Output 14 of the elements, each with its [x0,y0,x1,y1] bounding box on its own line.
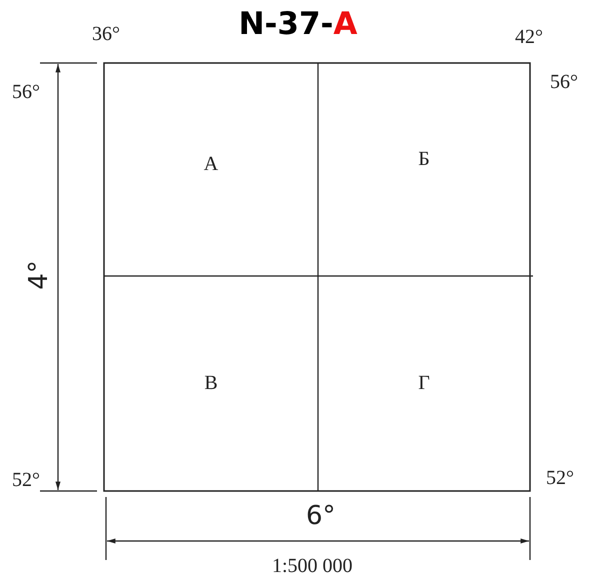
quadrant-letter: Г [418,372,430,395]
dimension-label: 6° [306,503,336,529]
quadrant-letter: Б [418,148,430,171]
degree-label: 42° [515,27,543,47]
degree-label: 36° [92,24,120,44]
degree-label: 56° [12,82,40,102]
dimension-label: 4° [26,260,52,290]
sheet-title: N-37-A [238,6,358,42]
degree-label: 52° [12,470,40,490]
quadrant-letter: В [204,372,218,395]
degree-label: 56° [550,72,578,92]
degree-label: 52° [546,468,574,488]
scale-label: 1:500 000 [272,556,353,576]
quadrant-letter: А [204,153,218,176]
